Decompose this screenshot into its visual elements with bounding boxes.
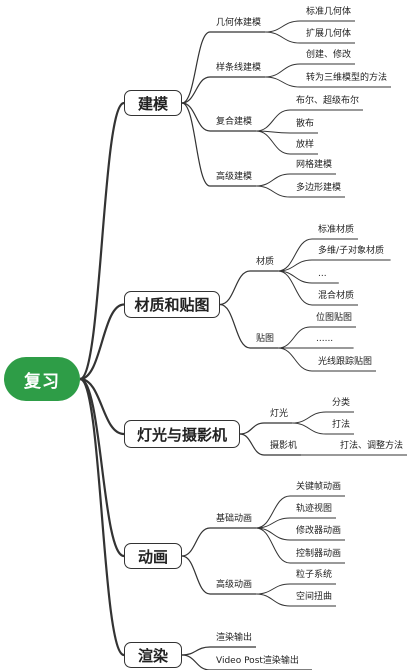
leaf-connector: [255, 527, 345, 564]
leaf-label[interactable]: 打法、调整方法: [340, 441, 404, 451]
subtopic-connector: [181, 102, 256, 187]
subtopic-connector: [181, 646, 256, 656]
branch-node[interactable]: 建模: [124, 90, 182, 116]
leaf-connector: [255, 130, 318, 134]
leaf-connector: [255, 185, 345, 198]
subtopic-label[interactable]: 样条线建模: [216, 63, 262, 73]
leaf-label[interactable]: 关键帧动画: [296, 482, 342, 492]
leaf-label[interactable]: 位图贴图: [316, 313, 353, 323]
leaf-connector: [255, 130, 318, 155]
leaf-label[interactable]: 放样: [296, 140, 315, 150]
leaf-label[interactable]: 修改器动画: [296, 526, 342, 536]
subtopic-connector: [181, 555, 256, 595]
branch-node[interactable]: 材质和贴图: [124, 291, 220, 318]
leaf-connector: [291, 411, 354, 424]
leaf-connector: [277, 270, 358, 306]
leaf-label[interactable]: 轨迹视图: [296, 504, 333, 514]
leaf-connector: [277, 347, 376, 372]
subtopic-connector: [181, 76, 265, 104]
branch-node[interactable]: 动画: [124, 543, 182, 569]
subtopic-label[interactable]: Video Post渲染输出: [216, 656, 299, 666]
subtopic-label[interactable]: 材质: [256, 257, 275, 267]
subtopic-label[interactable]: 高级建模: [216, 172, 253, 182]
subtopic-label[interactable]: 复合建模: [216, 117, 253, 127]
subtopic-connector: [181, 102, 256, 132]
leaf-connector: [277, 259, 391, 272]
subtopic-label[interactable]: 摄影机: [270, 441, 298, 451]
leaf-label[interactable]: 光线跟踪贴图: [318, 357, 373, 367]
branch-node[interactable]: 渲染: [124, 642, 182, 668]
leaf-connector: [277, 326, 356, 349]
subtopic-connector: [181, 527, 256, 557]
leaf-connector: [264, 31, 355, 44]
leaf-label[interactable]: 布尔、超级布尔: [296, 96, 360, 106]
leaf-label[interactable]: ...: [318, 269, 327, 279]
subtopic-connector: [239, 433, 301, 456]
leaf-connector: [255, 495, 345, 529]
leaf-label[interactable]: 标准材质: [318, 225, 355, 235]
branch-connector: [79, 101, 125, 381]
leaf-label[interactable]: 网格建模: [296, 160, 333, 170]
subtopic-label[interactable]: 几何体建模: [216, 18, 262, 28]
leaf-label[interactable]: 多维/子对象材质: [318, 246, 385, 256]
subtopic-connector: [239, 422, 292, 435]
leaf-label[interactable]: 扩展几何体: [306, 29, 352, 39]
leaf-label[interactable]: 多边形建模: [296, 183, 342, 193]
root-node[interactable]: 复习: [4, 357, 80, 401]
leaf-connector: [255, 527, 345, 541]
leaf-connector: [255, 517, 336, 529]
leaf-label[interactable]: 散布: [296, 119, 315, 129]
leaf-label[interactable]: ......: [316, 334, 334, 344]
leaf-connector: [277, 270, 339, 284]
subtopic-connector: [219, 303, 278, 349]
leaf-connector: [291, 422, 354, 435]
leaf-label[interactable]: 打法: [332, 420, 351, 430]
subtopic-connector: [181, 31, 265, 104]
subtopic-label[interactable]: 渲染输出: [216, 633, 253, 643]
leaf-label[interactable]: 分类: [332, 398, 351, 408]
leaf-connector: [255, 593, 336, 607]
branch-connector: [79, 377, 125, 436]
branch-connector: [79, 377, 125, 558]
leaf-label[interactable]: 转为三维模型的方法: [306, 73, 388, 83]
leaf-connector: [277, 238, 358, 272]
subtopic-label[interactable]: 基础动画: [216, 514, 253, 524]
leaf-label[interactable]: 控制器动画: [296, 549, 342, 559]
branch-connector: [79, 303, 125, 381]
leaf-connector: [255, 583, 336, 595]
leaf-connector: [264, 63, 355, 78]
subtopic-label[interactable]: 贴图: [256, 334, 275, 344]
branch-connector: [79, 377, 125, 657]
subtopic-connector: [219, 270, 278, 306]
branch-node[interactable]: 灯光与摄影机: [124, 420, 240, 448]
leaf-connector: [264, 20, 355, 33]
leaf-connector: [255, 109, 363, 132]
leaf-connector: [255, 173, 336, 187]
subtopic-label[interactable]: 灯光: [270, 409, 289, 419]
leaf-label[interactable]: 粒子系统: [296, 570, 333, 580]
leaf-label[interactable]: 混合材质: [318, 291, 355, 301]
leaf-label[interactable]: 空间扭曲: [296, 592, 333, 602]
subtopic-label[interactable]: 高级动画: [216, 580, 253, 590]
leaf-label[interactable]: 标准几何体: [306, 7, 352, 17]
leaf-label[interactable]: 创建、修改: [306, 50, 352, 60]
leaf-connector: [264, 76, 391, 88]
